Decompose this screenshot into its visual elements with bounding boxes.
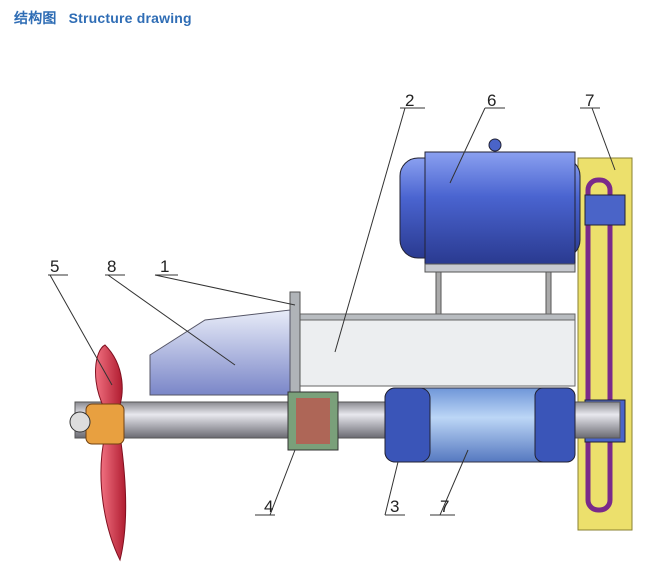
motor-base: [424, 263, 576, 273]
motor-body: [424, 151, 576, 265]
label-6: 6: [487, 91, 496, 110]
label-4: 4: [264, 497, 273, 516]
label-8: 8: [107, 257, 116, 276]
propeller-blade: [95, 344, 123, 411]
propeller-blade: [100, 434, 127, 562]
label-1: 1: [160, 257, 169, 276]
title-cn: 结构图: [14, 10, 57, 26]
label-5: 5: [50, 257, 59, 276]
lifting-eye-icon: [488, 138, 502, 152]
flow-guide-cone: [149, 309, 291, 396]
bracket: [299, 317, 576, 387]
upper-pulley: [584, 194, 626, 226]
label-7-bottom: 7: [440, 497, 449, 516]
page-title: 结构图 Structure drawing: [14, 8, 204, 28]
hub-nut: [69, 411, 91, 433]
bracket-top: [299, 313, 576, 321]
propeller-hub: [85, 403, 125, 445]
label-2: 2: [405, 91, 414, 110]
leader-lines: [48, 107, 616, 516]
title-en: Structure drawing: [68, 10, 192, 26]
label-3: 3: [390, 497, 399, 516]
belt: [585, 177, 613, 513]
label-7-top: 7: [585, 91, 594, 110]
